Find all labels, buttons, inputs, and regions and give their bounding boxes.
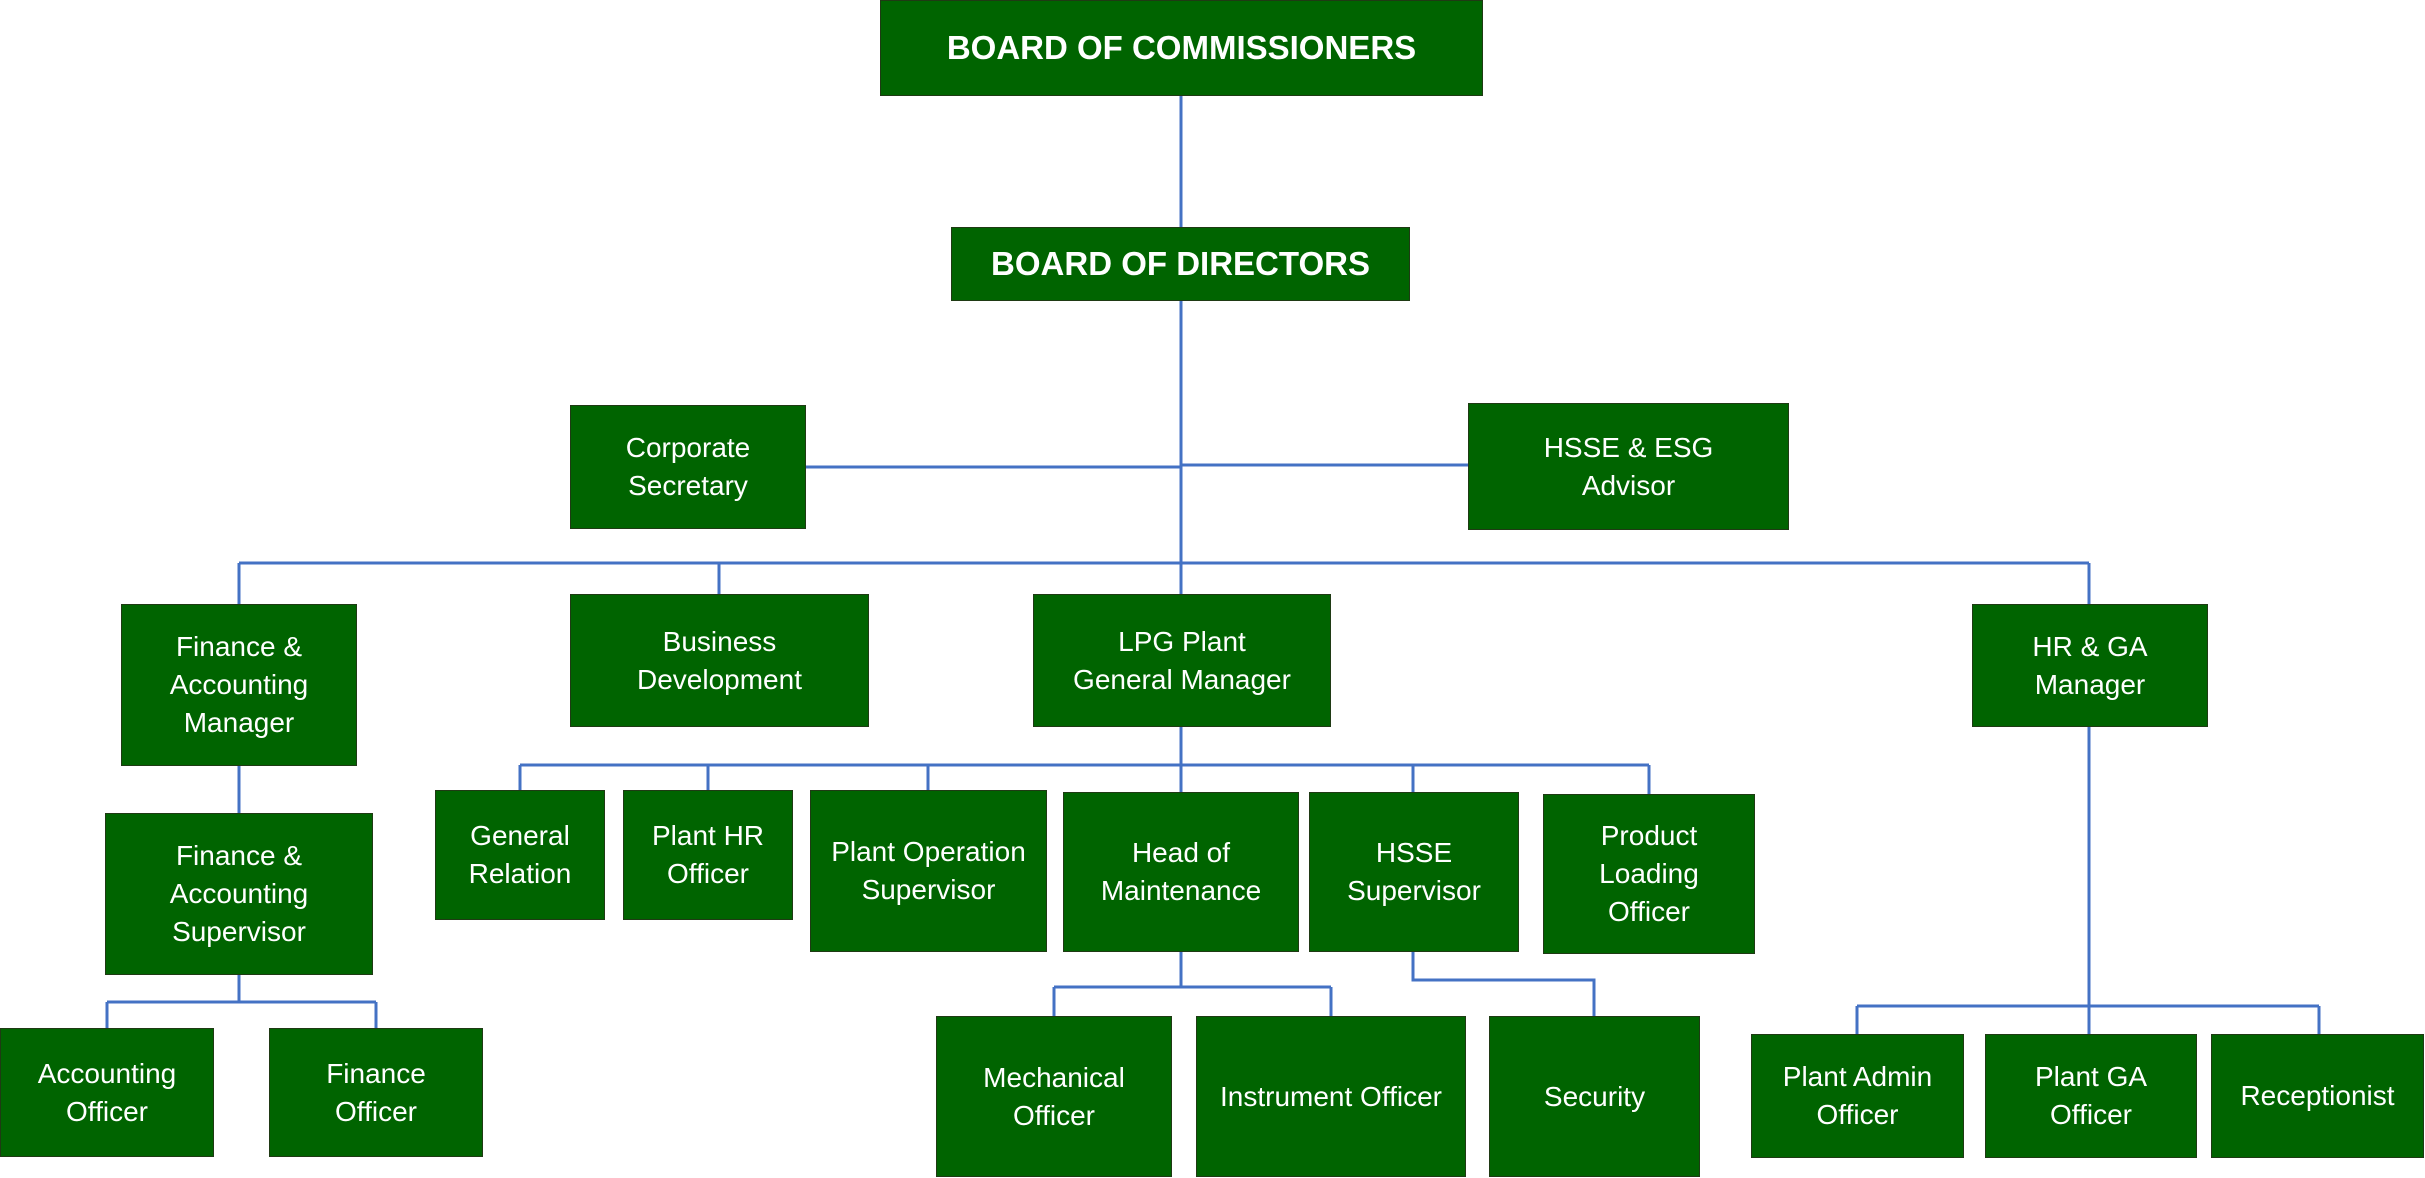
- node-finance-accounting-manager: Finance & Accounting Manager: [121, 604, 357, 766]
- node-plant-operation-supervisor: Plant Operation Supervisor: [810, 790, 1047, 952]
- node-head-of-maintenance: Head of Maintenance: [1063, 792, 1299, 952]
- node-receptionist: Receptionist: [2211, 1034, 2424, 1158]
- node-general-relation: General Relation: [435, 790, 605, 920]
- node-plant-hr-officer: Plant HR Officer: [623, 790, 793, 920]
- node-finance-officer: Finance Officer: [269, 1028, 483, 1157]
- connector-security: [1411, 952, 1596, 1016]
- node-security: Security: [1489, 1016, 1700, 1177]
- connector-lpg-subordinates: [518, 727, 1651, 794]
- node-hsse-supervisor: HSSE Supervisor: [1309, 792, 1519, 952]
- node-plant-admin-officer: Plant Admin Officer: [1751, 1034, 1964, 1158]
- node-finance-accounting-supervisor: Finance & Accounting Supervisor: [105, 813, 373, 975]
- node-lpg-plant-general-manager: LPG Plant General Manager: [1033, 594, 1331, 727]
- node-business-development: Business Development: [570, 594, 869, 727]
- node-hsse-esg-advisor: HSSE & ESG Advisor: [1468, 403, 1789, 530]
- connector-hr-officers: [1855, 727, 2321, 1034]
- node-product-loading-officer: Product Loading Officer: [1543, 794, 1755, 954]
- node-instrument-officer: Instrument Officer: [1196, 1016, 1466, 1177]
- connector-maintenance-officers: [1052, 952, 1333, 1016]
- node-accounting-officer: Accounting Officer: [0, 1028, 214, 1157]
- connector-finance-officers: [105, 975, 378, 1028]
- node-mechanical-officer: Mechanical Officer: [936, 1016, 1172, 1177]
- node-hr-ga-manager: HR & GA Manager: [1972, 604, 2208, 727]
- node-board-of-commissioners: BOARD OF COMMISSIONERS: [880, 0, 1483, 96]
- node-plant-ga-officer: Plant GA Officer: [1985, 1034, 2197, 1158]
- node-corporate-secretary: Corporate Secretary: [570, 405, 806, 529]
- node-board-of-directors: BOARD OF DIRECTORS: [951, 227, 1410, 301]
